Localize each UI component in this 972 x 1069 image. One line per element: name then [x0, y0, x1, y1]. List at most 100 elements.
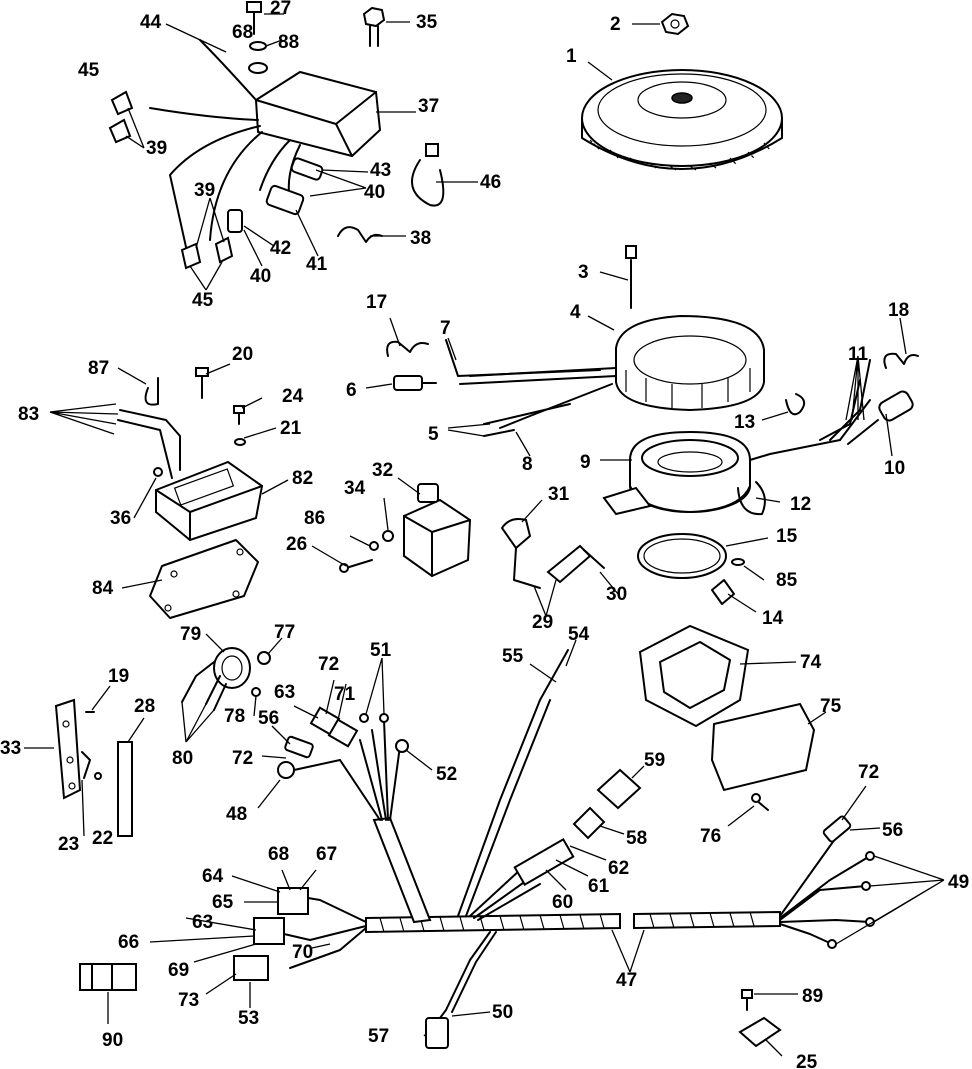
part-connector-56b: [822, 815, 852, 843]
callout-73: 73: [178, 990, 199, 1011]
callout-31: 31: [548, 484, 570, 505]
callout-14: 14: [762, 608, 784, 629]
callout-13: 13: [734, 412, 755, 433]
callout-49: 49: [948, 872, 969, 893]
callout-5: 5: [428, 424, 439, 445]
part-power-pack: [108, 39, 382, 270]
part-connector-71: [309, 706, 359, 748]
part-bracket-33: [54, 698, 82, 800]
callout-46: 46: [480, 172, 501, 193]
callout-35: 35: [416, 12, 438, 33]
part-screw-22: [94, 772, 102, 780]
callout-45: 45: [78, 60, 100, 81]
callout-18: 18: [888, 300, 909, 321]
part-clamp-12: [737, 481, 766, 516]
part-cover-74: [638, 624, 750, 728]
part-clamp-14: [711, 579, 735, 605]
callout-37: 37: [418, 96, 439, 117]
part-terminal-52: [395, 739, 409, 753]
callout-29: 29: [532, 612, 553, 633]
callout-72: 72: [318, 654, 339, 675]
part-screw-36: [153, 467, 163, 477]
part-washer-86: [369, 541, 379, 551]
part-connector-57: [425, 1017, 449, 1049]
callout-17: 17: [366, 292, 387, 313]
part-sender-90: [79, 963, 137, 991]
part-connector-53: [233, 955, 269, 981]
callout-21: 21: [280, 418, 302, 439]
part-connectors-60-61-62: [513, 837, 575, 887]
callout-63: 63: [192, 912, 213, 933]
part-gasket-84: [149, 539, 259, 619]
callout-15: 15: [776, 526, 798, 547]
callout-52: 52: [436, 764, 457, 785]
callout-4: 4: [570, 302, 581, 323]
part-clamp-46: [411, 143, 445, 207]
callout-89: 89: [802, 986, 823, 1007]
part-screw-24: [233, 405, 245, 425]
callout-90: 90: [102, 1030, 123, 1051]
callout-3: 3: [578, 262, 589, 283]
callout-87: 87: [88, 358, 109, 379]
callout-59: 59: [644, 750, 665, 771]
callout-43: 43: [370, 160, 391, 181]
part-rectifier: [117, 409, 264, 542]
callout-40: 40: [250, 266, 271, 287]
callout-26: 26: [286, 534, 307, 555]
part-plug-leads: [500, 518, 605, 589]
callout-11: 11: [848, 344, 869, 365]
part-washer-21: [234, 438, 246, 446]
part-sleeve-28: [117, 741, 133, 837]
callout-12: 12: [790, 494, 811, 515]
callout-23: 23: [58, 834, 79, 855]
part-connector-58: [572, 806, 606, 840]
part-plate-75: [710, 702, 816, 792]
callout-56: 56: [258, 708, 279, 729]
callout-71: 71: [334, 684, 356, 705]
callout-68: 68: [268, 844, 289, 865]
callout-1: 1: [566, 46, 577, 67]
part-clip-23: [81, 751, 91, 779]
callout-64: 64: [202, 866, 224, 887]
callout-74: 74: [800, 652, 822, 673]
part-connector-10: [878, 390, 914, 422]
callout-51: 51: [370, 640, 392, 661]
part-screw-89: [741, 989, 753, 1011]
part-clamp-13: [785, 393, 806, 416]
callout-72: 72: [232, 748, 253, 769]
part-stud: [625, 245, 637, 309]
callout-48: 48: [226, 804, 247, 825]
callout-82: 82: [292, 468, 313, 489]
part-clip-18: [883, 352, 919, 369]
callout-65: 65: [212, 892, 234, 913]
callout-88: 88: [278, 32, 299, 53]
callout-63: 63: [274, 682, 295, 703]
part-connector-64: [277, 887, 309, 915]
part-washer-34: [382, 530, 394, 542]
part-screw-26: [339, 559, 373, 573]
callout-47: 47: [616, 970, 637, 991]
callout-24: 24: [282, 386, 304, 407]
callout-6: 6: [346, 380, 357, 401]
callout-36: 36: [110, 508, 131, 529]
part-clip-38: [337, 226, 383, 243]
part-lead-8: [483, 403, 571, 437]
callout-45: 45: [192, 290, 214, 311]
callout-41: 41: [306, 254, 328, 275]
callout-66: 66: [118, 932, 139, 953]
part-screw-27: [246, 1, 262, 35]
callout-56: 56: [882, 820, 903, 841]
part-wiring-harness: [283, 649, 871, 1019]
part-ignition-coil: [403, 483, 472, 578]
leader-lines: [24, 13, 945, 1057]
callout-39: 39: [194, 180, 215, 201]
part-nut: [660, 12, 690, 36]
callout-30: 30: [606, 584, 627, 605]
part-terminal-48: [277, 759, 341, 779]
part-terminals-51: [359, 713, 389, 723]
callout-78: 78: [224, 706, 245, 727]
part-clip-17: [386, 340, 429, 357]
part-screw-85: [731, 558, 745, 566]
